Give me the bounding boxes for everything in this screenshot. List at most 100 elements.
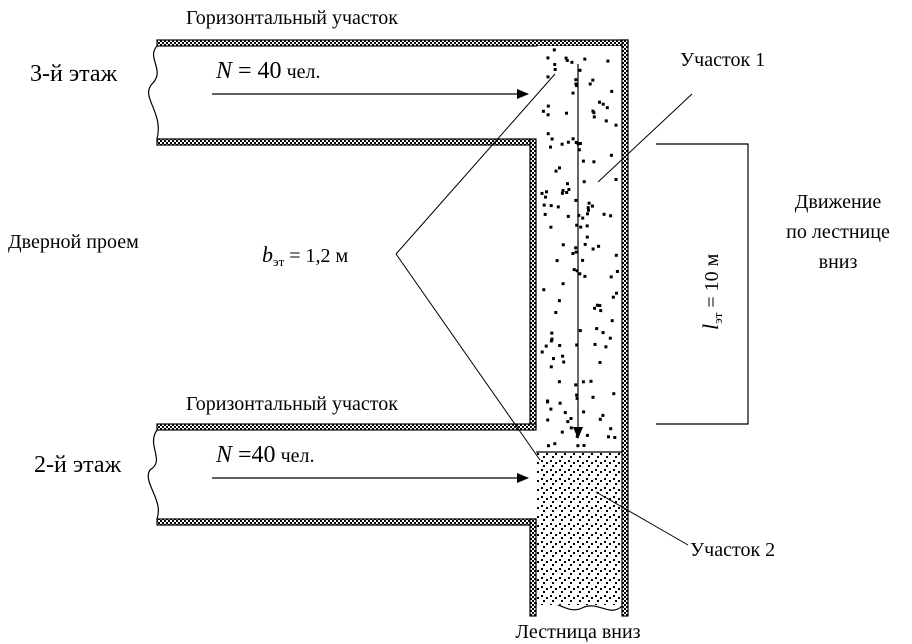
- person-dot: [560, 191, 564, 195]
- person-dot: [582, 180, 586, 184]
- person-dot: [606, 59, 610, 63]
- person-dot: [543, 212, 547, 216]
- person-dot: [591, 247, 595, 251]
- stairs-down-label: Лестница вниз: [515, 621, 640, 643]
- person-dot: [581, 216, 585, 220]
- person-dot: [578, 142, 582, 145]
- person-dot: [587, 201, 591, 205]
- person-dot: [566, 420, 570, 424]
- flow-count-floor3: N = 40 чел.: [215, 58, 320, 84]
- leader-section1: [597, 93, 693, 183]
- person-dot: [560, 142, 564, 146]
- person-dot: [585, 224, 589, 228]
- person-dot: [554, 311, 558, 314]
- stair-left-wall-upper: [529, 138, 537, 428]
- movement-label-line2: по лестнице: [786, 221, 890, 243]
- person-dot: [611, 295, 615, 299]
- person-dot: [615, 291, 618, 295]
- person-dot: [575, 343, 579, 347]
- person-dot: [604, 119, 608, 123]
- person-dot: [550, 337, 554, 341]
- person-dot: [593, 306, 597, 310]
- person-dot: [553, 68, 557, 71]
- corridor2-bottom-wall: [156, 518, 537, 526]
- person-dot: [566, 214, 570, 218]
- person-dot: [571, 91, 575, 95]
- person-dot: [610, 319, 614, 323]
- person-dot: [572, 268, 576, 272]
- person-dot: [578, 329, 582, 333]
- person-dot: [591, 109, 595, 113]
- person-dot: [549, 339, 553, 343]
- movement-label-line3: вниз: [819, 251, 858, 273]
- person-dot: [590, 204, 594, 208]
- corridor3-top-wall: [156, 39, 629, 47]
- corridor3-bottom-wall: [156, 138, 531, 146]
- stair-length-label: lэт = 10 м: [698, 253, 725, 330]
- person-dot: [582, 444, 586, 447]
- person-dot: [591, 78, 595, 82]
- person-dot: [546, 56, 550, 60]
- person-dot: [610, 89, 614, 93]
- section2-label: Участок 2: [690, 539, 775, 561]
- person-dot: [598, 361, 602, 364]
- person-dot: [546, 75, 550, 79]
- person-dot: [574, 383, 578, 387]
- person-dot: [581, 159, 585, 163]
- person-dot: [585, 433, 589, 437]
- person-dot: [540, 350, 544, 354]
- person-dot: [550, 331, 554, 335]
- person-dot: [557, 380, 561, 384]
- person-dot: [574, 246, 578, 250]
- person-dot: [544, 344, 548, 348]
- person-dot: [581, 258, 585, 262]
- person-dot: [550, 137, 554, 141]
- person-dot: [598, 100, 601, 104]
- section2-area: [537, 453, 621, 605]
- corridor2-top-wall: [156, 423, 537, 431]
- person-dot: [549, 145, 552, 149]
- person-dot: [608, 336, 612, 340]
- person-dot: [578, 68, 582, 72]
- person-dot: [575, 84, 579, 88]
- person-dot: [586, 206, 590, 210]
- person-dot: [552, 48, 556, 52]
- person-dot: [554, 169, 558, 173]
- person-dot: [609, 275, 613, 279]
- horizontal-section-bottom-label: Горизонтальный участок: [186, 393, 398, 415]
- person-dot: [581, 380, 585, 384]
- person-dot: [588, 82, 592, 86]
- person-dot: [607, 435, 610, 439]
- person-dot: [549, 365, 553, 369]
- corridor2-break-line: [147, 429, 159, 520]
- person-dot: [549, 407, 553, 411]
- person-dot: [541, 109, 545, 113]
- person-dot: [560, 430, 564, 434]
- flow-count-floor2: N =40 чел.: [215, 442, 314, 468]
- person-dot: [609, 153, 613, 157]
- person-dot: [558, 344, 562, 347]
- leader-width-upper: [395, 73, 556, 255]
- person-dot: [601, 102, 605, 106]
- person-dot: [598, 417, 602, 421]
- person-dot: [592, 160, 596, 164]
- person-dot: [565, 59, 569, 62]
- floor3-label: 3-й этаж: [30, 61, 118, 87]
- person-dot: [558, 166, 561, 170]
- person-dot: [556, 205, 560, 209]
- person-dot: [565, 111, 568, 115]
- person-dot: [579, 225, 583, 229]
- person-dot: [546, 104, 550, 108]
- person-dot: [553, 63, 557, 66]
- person-dot: [549, 204, 553, 208]
- person-dot: [549, 225, 553, 229]
- person-dot: [576, 444, 580, 448]
- stair-left-wall-lower: [529, 518, 537, 617]
- person-dot: [614, 123, 618, 127]
- person-dot: [546, 113, 550, 117]
- person-dot: [564, 56, 568, 60]
- person-dot: [595, 303, 599, 307]
- person-dot: [586, 212, 589, 216]
- person-dot: [547, 444, 550, 448]
- person-dot: [571, 252, 575, 255]
